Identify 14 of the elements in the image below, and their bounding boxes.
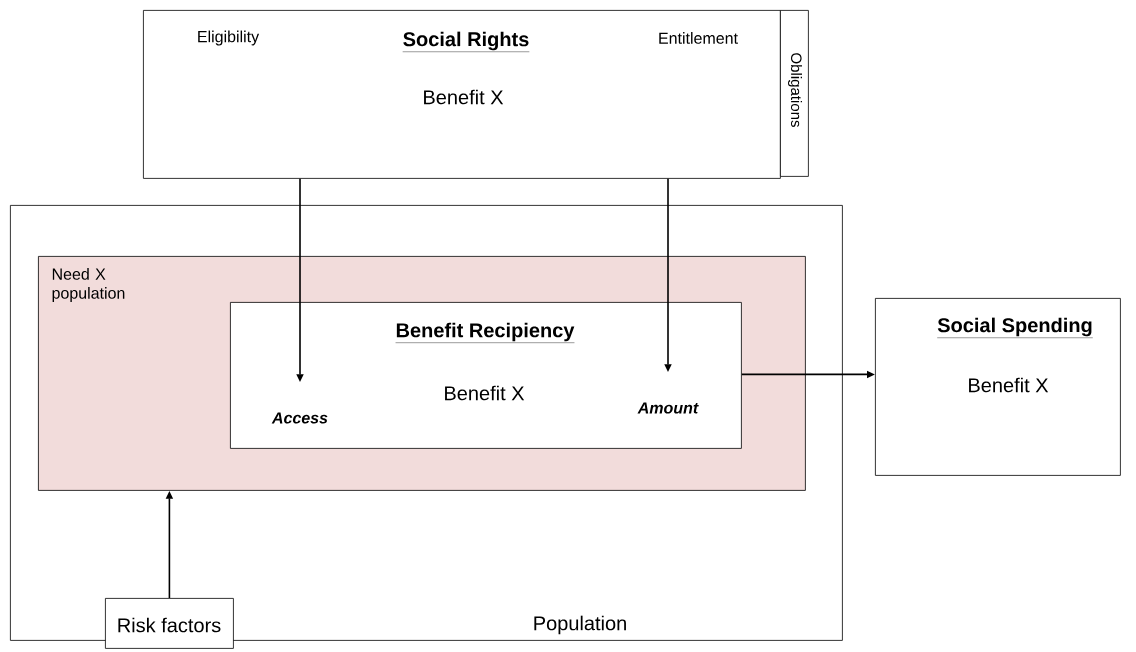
body-text: Benefit X	[445, 385, 525, 401]
heading: Social Spending	[937, 317, 1093, 338]
label-text: Need X population	[52, 268, 125, 302]
label-text: Access	[271, 412, 328, 424]
body-text: Benefit X	[424, 89, 504, 105]
label-text: Obligations	[788, 53, 802, 127]
label-text: Entitlement	[659, 32, 738, 44]
label-text: Eligibility	[198, 30, 260, 46]
heading: Social Rights	[402, 31, 530, 52]
label-text: Amount	[637, 402, 699, 414]
body-text: Population	[534, 615, 626, 635]
body-text: Benefit X	[969, 377, 1049, 393]
heading: Benefit Recipiency	[395, 322, 575, 343]
body-text: Risk factors	[118, 617, 221, 633]
